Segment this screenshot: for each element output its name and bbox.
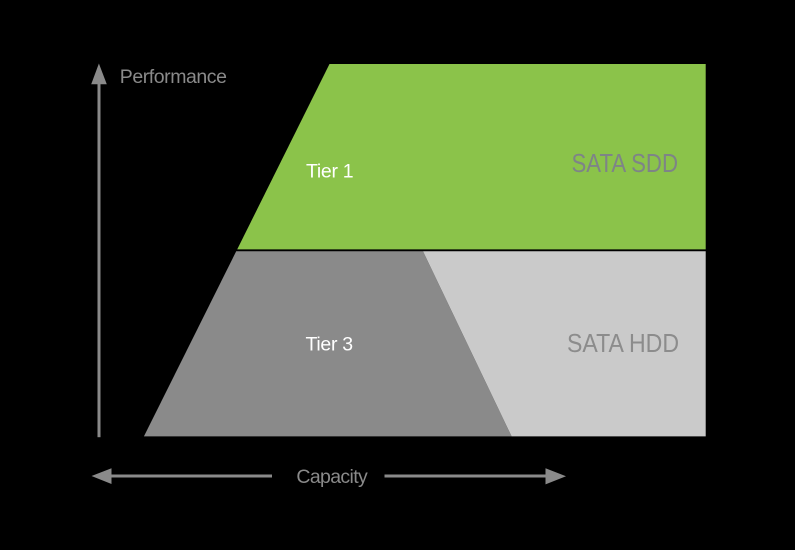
svg-text:Tier 3: Tier 3 — [306, 334, 353, 356]
svg-text:Tier 1: Tier 1 — [306, 161, 353, 183]
svg-text:Performance: Performance — [120, 66, 227, 88]
svg-text:Capacity: Capacity — [296, 466, 368, 488]
svg-text:SATA HDD: SATA HDD — [567, 330, 679, 358]
svg-text:SATA SDD: SATA SDD — [572, 150, 679, 178]
